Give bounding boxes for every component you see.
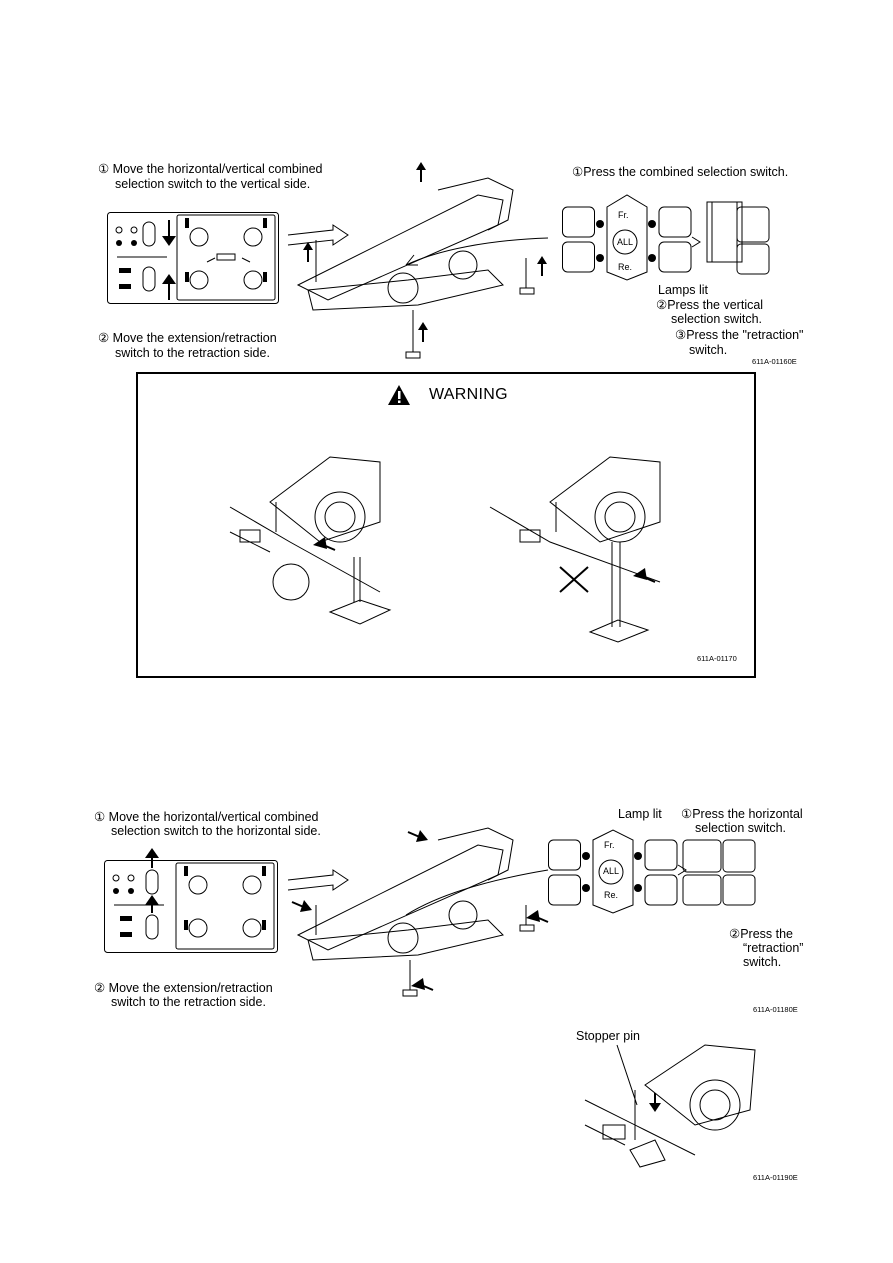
panel-step2-text-cont: selection switch. [671, 312, 763, 326]
warning-triangle-icon [388, 385, 410, 405]
all-label-1: ALL [617, 237, 634, 247]
s2-step2-text-cont: switch to the retraction side. [111, 995, 266, 1009]
s2-panel-step1-text: ①Press the horizontal [681, 807, 803, 821]
warning-title: WARNING [429, 386, 508, 403]
re-label-1: Re. [618, 262, 633, 272]
crane-horizontal-retraction-diagram [287, 827, 549, 997]
fr-label-2: Fr. [604, 840, 615, 850]
step2-text: ② Move the extension/retraction [98, 331, 277, 345]
panel-step3-text-cont: switch. [689, 343, 728, 357]
panel-step2-text: ②Press the vertical [656, 298, 764, 312]
s2-step1-text-cont: selection switch to the horizontal side. [111, 824, 321, 838]
switch-panel-diagram-2 [548, 829, 756, 914]
correct-position-figure [229, 456, 392, 625]
step1-text: ① Move the horizontal/vertical combined [98, 162, 323, 176]
s2-panel-step2-text-cont: “retraction” [743, 941, 804, 955]
figure-id-2: 611A-01180E [753, 1005, 798, 1014]
s2-step1-text: ① Move the horizontal/vertical combined [94, 810, 319, 824]
figure-id-3: 611A-01190E [753, 1173, 798, 1182]
panel-step3-text: ③Press the "retraction" [675, 328, 804, 342]
s2-panel-step2-text-cont2: switch. [743, 955, 782, 969]
crane-vertical-extension-diagram [287, 162, 549, 359]
step2-text-cont: switch to the retraction side. [115, 346, 270, 360]
panel-step1-text: ①Press the combined selection switch. [572, 165, 789, 179]
stopper-pin-label: Stopper pin [576, 1029, 640, 1043]
stopper-pin-figure [584, 1044, 756, 1168]
all-label-2: ALL [603, 866, 620, 876]
lever-control-panel-diagram-2 [104, 848, 278, 953]
s2-step2-text: ② Move the extension/retraction [94, 981, 273, 995]
figure-id-warning: 611A-01170 [697, 654, 737, 663]
s2-panel-step1-text-cont: selection switch. [695, 821, 787, 835]
warning-box: WARNING 611A-01170 [136, 372, 756, 678]
switch-panel-diagram-1 [562, 194, 770, 281]
step1-text-cont: selection switch to the vertical side. [115, 177, 311, 191]
re-label-2: Re. [604, 890, 619, 900]
incorrect-position-figure [489, 456, 661, 643]
lamps-lit-label: Lamps lit [658, 283, 709, 297]
s2-panel-step2-text: ②Press the [729, 927, 794, 941]
figure-id-1: 611A-01160E [752, 357, 797, 366]
fr-label-1: Fr. [618, 210, 629, 220]
lamp-lit-label: Lamp lit [618, 807, 662, 821]
lever-control-panel-diagram [107, 212, 279, 304]
